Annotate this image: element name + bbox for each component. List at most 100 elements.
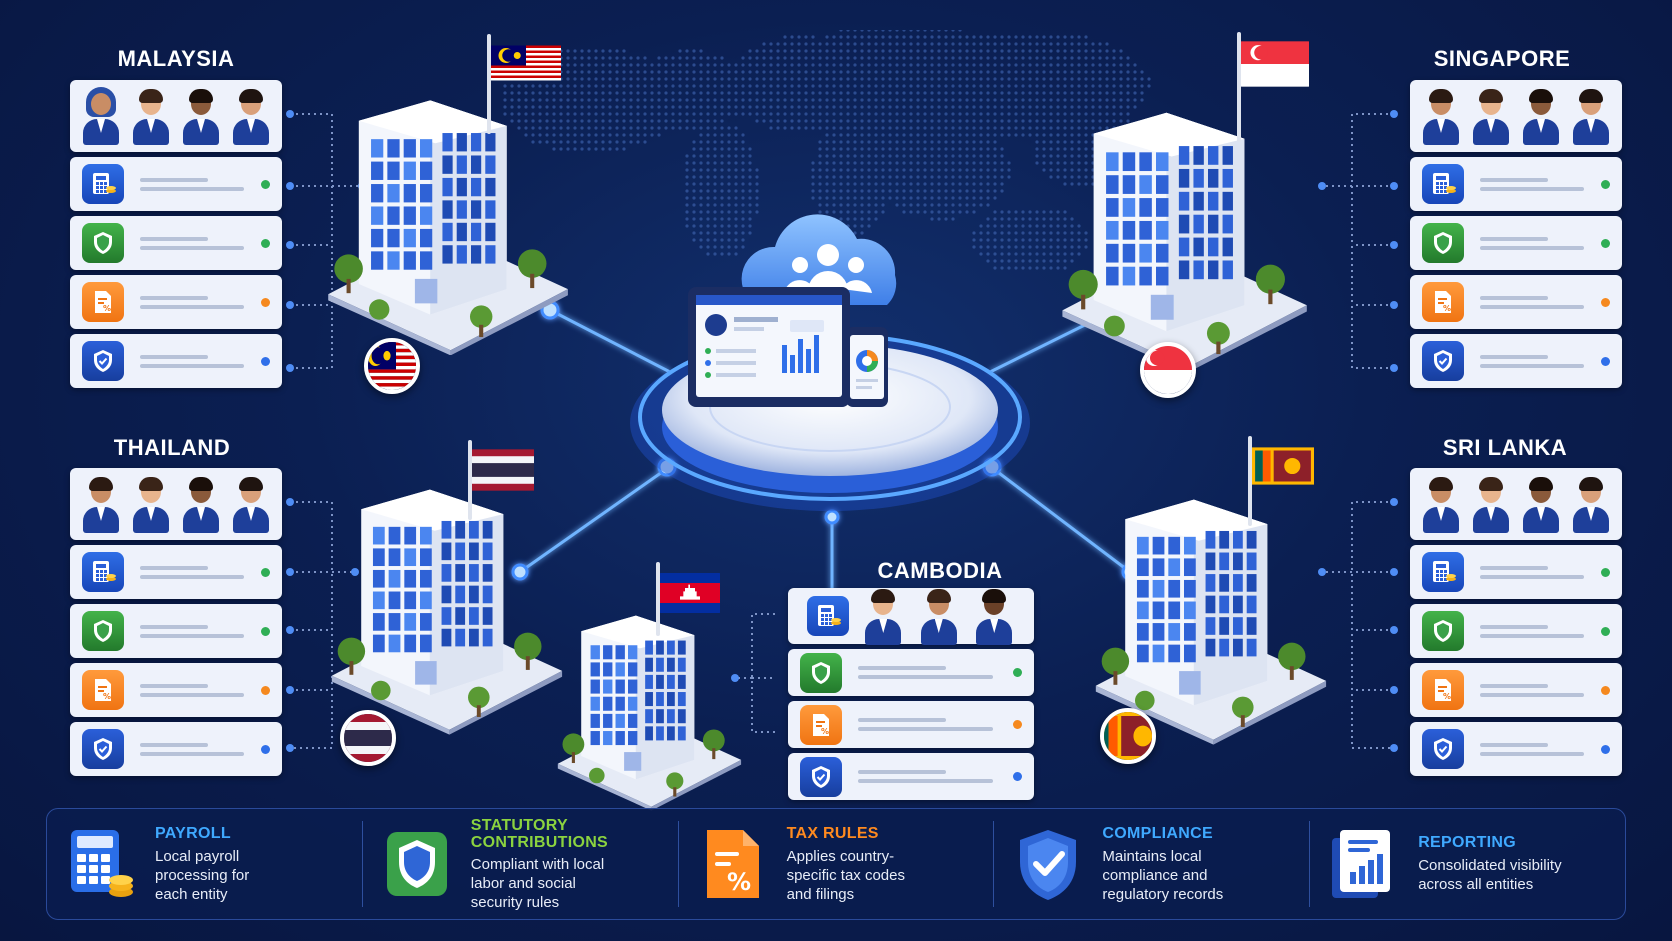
employee-avatar (80, 87, 122, 145)
flag-badge-singapore (1140, 342, 1196, 398)
feature-title: TAX RULES (786, 824, 879, 842)
module-row-check (788, 753, 1034, 800)
module-row-tax: % (70, 275, 282, 329)
module-row-tax: % (1410, 275, 1622, 329)
flag-malaysia (491, 40, 561, 86)
module-row-shield (70, 216, 282, 270)
shield-icon (82, 223, 124, 263)
status-dot (1601, 297, 1610, 307)
module-row-check (70, 334, 282, 388)
module-row-check (1410, 722, 1622, 776)
employee-avatar (1470, 475, 1512, 533)
calculator-icon (82, 552, 124, 592)
feature-description: Compliant with local labor and social se… (470, 855, 605, 911)
module-row-calc (70, 545, 282, 599)
status-dot (1013, 772, 1022, 781)
employee-avatar (1570, 475, 1612, 533)
shield-icon (82, 611, 124, 651)
flag-thailand (472, 448, 534, 492)
calculator-icon (1422, 164, 1464, 204)
shield-icon (1422, 611, 1464, 651)
svg-text:%: % (727, 868, 751, 896)
tax-document-icon: % (1422, 670, 1464, 710)
status-dot (1601, 567, 1610, 577)
shield-icon (381, 826, 453, 902)
employee-row (1410, 468, 1622, 540)
status-dot (261, 626, 270, 636)
svg-text:%: % (1443, 304, 1451, 313)
shield-icon (800, 652, 842, 693)
check-shield-icon (82, 729, 124, 769)
check-shield-icon (1422, 729, 1464, 769)
employee-avatar (1470, 87, 1512, 145)
employee-avatar (1570, 87, 1612, 145)
employee-avatar (1420, 87, 1462, 145)
module-row-shield (1410, 604, 1622, 658)
calculator-icon (1422, 552, 1464, 592)
employee-row (1410, 80, 1622, 152)
status-dot (261, 685, 270, 695)
tax-document-icon: % (697, 826, 769, 902)
country-title-cambodia: CAMBODIA (877, 558, 1003, 583)
status-dot (261, 297, 270, 307)
status-dot (1601, 238, 1610, 248)
building-sri-lanka (1086, 480, 1331, 750)
module-row-calc (1410, 545, 1622, 599)
svg-text:%: % (103, 304, 111, 313)
status-dot (1013, 668, 1022, 677)
svg-text:%: % (821, 727, 829, 736)
status-dot (261, 356, 270, 366)
module-row-calc (1410, 157, 1622, 211)
report-chart-icon (1328, 826, 1400, 902)
employee-avatar (1520, 475, 1562, 533)
svg-text:%: % (103, 692, 111, 701)
status-dot (261, 567, 270, 577)
check-shield-icon (1422, 341, 1464, 381)
module-row-check (1410, 334, 1622, 388)
employee-avatar (230, 87, 272, 145)
flag-badge-malaysia (364, 338, 420, 394)
employee-avatar (1520, 87, 1562, 145)
feature-statutory: STATUTORY CONTRIBUTIONS Compliant with l… (363, 817, 679, 911)
feature-tax-rules: % TAX RULES Applies country- specific ta… (679, 821, 995, 907)
employee-avatar (862, 587, 904, 645)
feature-bar: PAYROLL Local payroll processing for eac… (46, 808, 1626, 920)
calculator-icon (806, 596, 849, 636)
module-row-tax: % (70, 663, 282, 717)
module-row-check (70, 722, 282, 776)
entity-panel-singapore: % (1410, 80, 1622, 393)
feature-compliance: COMPLIANCE Maintains local compliance an… (994, 821, 1311, 907)
feature-title: STATUTORY CONTRIBUTIONS (470, 816, 609, 851)
employee-row (788, 587, 1034, 645)
module-row-tax: % (1410, 663, 1622, 717)
status-dot (261, 238, 270, 248)
employee-avatar (180, 475, 222, 533)
employee-avatar (1420, 475, 1462, 533)
check-shield-icon (82, 341, 124, 381)
flagpole-cambodia (656, 562, 660, 636)
entity-panel-cambodia: % (788, 588, 1034, 805)
building-singapore (1052, 92, 1312, 378)
check-shield-icon (1012, 826, 1084, 902)
building-malaysia (318, 80, 573, 360)
flag-cambodia (660, 572, 720, 614)
flagpole-sri-lanka (1248, 436, 1252, 526)
employee-avatar (918, 587, 960, 645)
cloud-icon (741, 214, 897, 305)
flag-sri-lanka (1252, 444, 1314, 488)
tax-document-icon: % (82, 282, 124, 322)
flag-singapore (1241, 40, 1309, 88)
employee-avatar (130, 87, 172, 145)
feature-reporting: REPORTING Consolidated visibility across… (1310, 821, 1625, 907)
status-dot (1601, 744, 1610, 754)
employee-avatar (973, 587, 1015, 645)
dashboard-monitor-icon (688, 287, 850, 407)
svg-text:%: % (1443, 692, 1451, 701)
flagpole-thailand (468, 440, 472, 520)
flagpole-singapore (1237, 32, 1241, 142)
feature-description: Maintains local compliance and regulator… (1102, 847, 1224, 903)
module-row-tax: % (788, 701, 1034, 748)
mobile-phone-icon (846, 327, 888, 407)
employee-avatar (230, 475, 272, 533)
calculator-icon (65, 826, 137, 902)
